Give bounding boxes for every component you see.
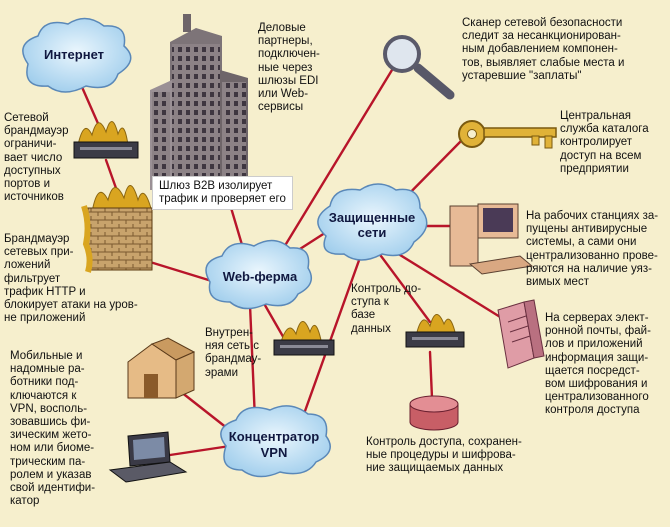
internal-firewall-icon — [273, 321, 335, 356]
app-firewall-text: Брандмауэр сетевых при- ложений фильтруе… — [4, 233, 138, 325]
application-firewall-icon — [81, 185, 153, 273]
cloud-secure-networks-icon — [317, 183, 428, 261]
network-links — [76, 68, 507, 457]
workstations-text: На рабочих станциях за- пущены антивирус… — [526, 210, 659, 289]
house-icon — [127, 337, 196, 399]
cloud-secure-networks-label-line2: сети — [358, 225, 387, 240]
link-laptop-vpn — [168, 444, 232, 457]
network-firewall-icon — [73, 121, 139, 159]
database-firewall-icon — [405, 314, 465, 348]
internal-network-text: Внутрен- няя сеть с брандмау- эрами — [205, 327, 262, 379]
cloud-secure-networks-label-line1: Защищенные — [329, 210, 416, 225]
cloud-internet-icon — [22, 17, 132, 93]
mobile-workers-text: Мобильные и надомные ра- ботники под- кл… — [10, 350, 96, 508]
magnifier-icon — [383, 35, 455, 100]
key-icon — [458, 120, 557, 149]
link-house-vpn — [174, 386, 234, 434]
cloud-vpn-icon — [220, 405, 331, 478]
link-secure-vpn — [298, 250, 364, 427]
link-webfarm-internal-firewall — [260, 298, 287, 342]
directory-service-text: Центральная служба каталога контролирует… — [560, 110, 649, 175]
servers-text: На серверах элект- ронной почты, фай- ло… — [545, 312, 651, 417]
database-icon — [409, 395, 459, 431]
workstation-icon — [449, 203, 534, 275]
stored-procedures-text: Контроль доступа, сохранен- ные процедур… — [366, 436, 522, 475]
cloud-internet-label: Интернет — [44, 47, 104, 62]
security-scanner-text: Сканер сетевой безопасности следит за не… — [462, 17, 625, 82]
db-access-text: Контроль до- ступа к базе данных — [351, 283, 422, 335]
office-building-icon — [150, 14, 248, 190]
server-icon — [497, 299, 545, 369]
cloud-vpn-label-line1: Концентратор — [229, 429, 319, 444]
network-firewall-text: Сетевой брандмауэр ограничи- вает число … — [4, 112, 69, 204]
laptop-icon — [108, 431, 188, 483]
link-webfarm-scanner — [273, 68, 394, 264]
b2b-gateway-callout: Шлюз B2B изолирует трафик и проверяет ег… — [152, 176, 293, 210]
link-secure-server — [390, 248, 507, 322]
cloud-webfarm-icon — [205, 239, 313, 310]
cloud-webfarm-label: Web-ферма — [223, 269, 298, 284]
link-webfarm-vpn — [248, 303, 257, 422]
link-secure-db-firewall — [376, 250, 432, 324]
link-db-firewall-database — [428, 350, 434, 400]
link-app-firewall-webfarm — [148, 260, 217, 284]
cloud-vpn-label-line2: VPN — [261, 445, 288, 460]
business-partners-text: Деловые партнеры, подключен- ные через ш… — [258, 22, 320, 114]
